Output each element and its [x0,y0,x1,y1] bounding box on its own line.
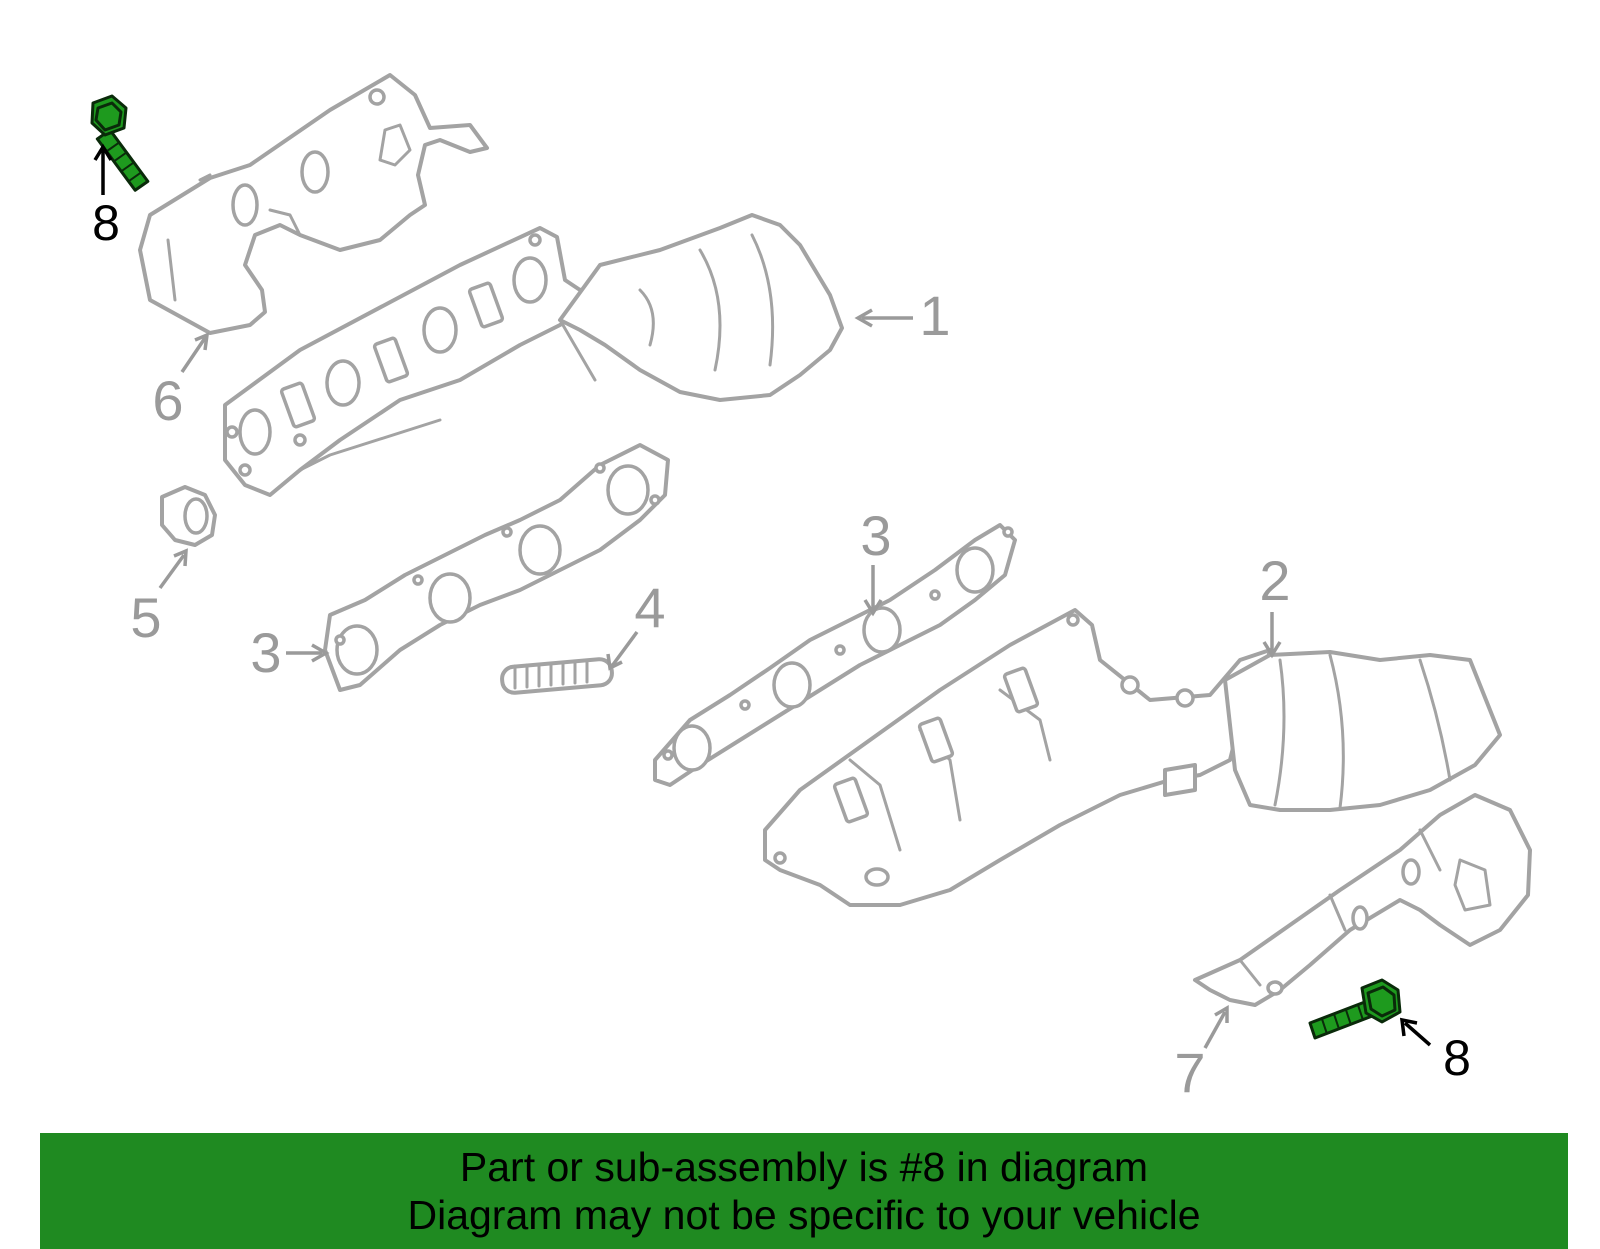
callout-3-right: 3 [860,504,891,567]
part-6-heat-shield [138,73,489,335]
callout-5: 5 [130,586,161,649]
part-5-nut [160,485,217,547]
callout-4: 4 [634,576,665,639]
callout-2: 2 [1259,549,1290,612]
banner-line-1: Part or sub-assembly is #8 in diagram [459,1144,1149,1190]
part-2-exhaust-manifold [763,608,1502,907]
bolt-8-bottom-right[interactable] [1308,978,1402,1040]
callout-8-bottom-right: 8 [1443,1030,1471,1086]
part-4-stud [500,657,614,695]
callout-8-leaders [93,143,1432,1047]
callout-6: 6 [152,369,183,432]
part-1-exhaust-manifold [223,213,844,497]
callout-7: 7 [1174,1041,1205,1104]
part-3-gasket-right [653,523,1017,787]
bolt-8-top-left[interactable] [88,94,158,193]
callout-8-top-left: 8 [92,195,120,251]
notice-banner: Part or sub-assembly is #8 in diagram Di… [40,1133,1568,1249]
callout-leaders [158,308,1282,1049]
part-3-gasket-left [323,443,670,692]
callout-3-left: 3 [250,621,281,684]
banner-line-2: Diagram may not be specific to your vehi… [407,1192,1201,1238]
part-7-heat-shield [1193,793,1532,1007]
callout-1: 1 [919,284,950,347]
